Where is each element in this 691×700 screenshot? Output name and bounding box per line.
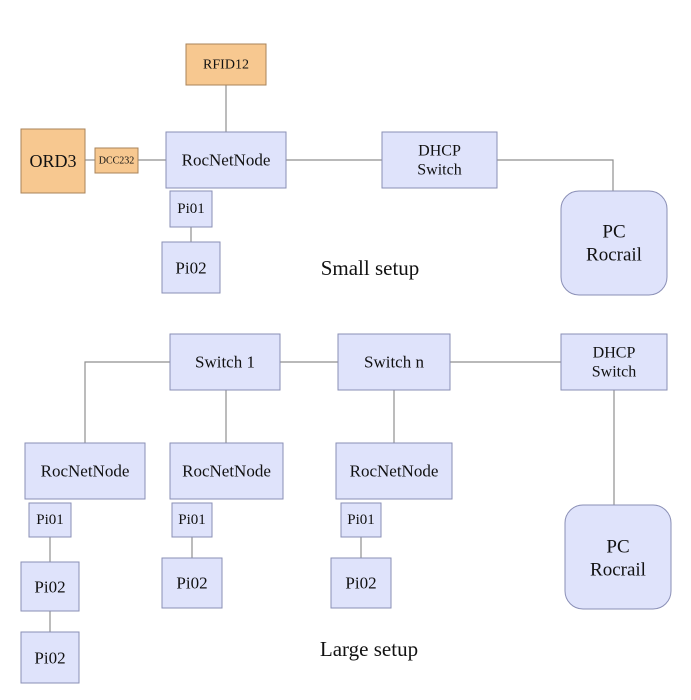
rocnetnode-box: [165, 131, 287, 189]
rocnetnode-1-box: [24, 442, 146, 500]
switch1-label: Switch 1: [195, 353, 255, 372]
rfid12-box: [185, 43, 267, 86]
dcc232-box: [94, 147, 139, 174]
rocnetnode-2-label: RocNetNode: [182, 462, 271, 481]
pi02-box: [161, 241, 221, 294]
pc-label: PC: [602, 222, 625, 243]
node3-pi01-box: [340, 502, 382, 538]
node1-pi02a-label: Pi02: [34, 578, 65, 597]
pi01-label: Pi01: [177, 201, 205, 217]
node2-pi02-box: [161, 557, 223, 609]
node1-pi01-label: Pi01: [36, 512, 64, 528]
dhcp-switch-box-large: [560, 333, 668, 391]
pc-rocrail-box: [560, 190, 668, 296]
node3-pi02-box: [330, 557, 392, 609]
small-setup: RFID12 ORD3 DCC232 RocNetNode Pi01 Pi02 …: [20, 43, 668, 296]
pi02-label: Pi02: [175, 259, 206, 278]
node3-pi01-label: Pi01: [347, 512, 375, 528]
ord3-box: [20, 128, 86, 194]
large-setup-caption: Large setup: [320, 637, 418, 661]
ord3-label: ORD3: [29, 151, 76, 171]
rocrail-label-large: Rocrail: [590, 560, 646, 581]
wire-dhcp-pc: [497, 159, 614, 191]
small-setup-caption: Small setup: [321, 256, 420, 280]
rocnetnode-1-label: RocNetNode: [41, 462, 130, 481]
dhcp-switch-label-line1: DHCP: [418, 143, 461, 160]
pi01-box: [169, 190, 213, 228]
node2-pi01-box: [171, 502, 213, 538]
node1-pi02b-box: [20, 631, 80, 684]
node2-pi01-label: Pi01: [178, 512, 206, 528]
node1-pi02a-box: [20, 561, 80, 612]
dcc232-label: DCC232: [99, 156, 135, 167]
dhcp-switch-label-line2: Switch: [417, 162, 461, 179]
node1-pi02b-label: Pi02: [34, 649, 65, 668]
switch1-box: [169, 333, 281, 391]
dhcp-switch-box: [381, 131, 498, 189]
rocrail-label: Rocrail: [586, 245, 642, 266]
pc-label-large: PC: [606, 537, 629, 558]
large-setup: Switch 1 Switch n DHCP Switch RocNetNode…: [20, 333, 672, 684]
rocnetnode-2-box: [169, 442, 284, 500]
switchn-box: [337, 333, 451, 391]
rocnetnode-label: RocNetNode: [182, 151, 271, 170]
rocnetnode-3-label: RocNetNode: [350, 462, 439, 481]
node2-pi02-label: Pi02: [176, 574, 207, 593]
rocnetnode-3-box: [335, 442, 453, 500]
dhcp-switch-large-line1: DHCP: [593, 345, 636, 362]
dhcp-switch-large-line2: Switch: [592, 364, 636, 381]
node3-pi02-label: Pi02: [345, 574, 376, 593]
rfid12-label: RFID12: [203, 58, 249, 73]
pc-rocrail-box-large: [564, 504, 672, 610]
node1-pi01-box: [28, 502, 72, 538]
switchn-label: Switch n: [364, 353, 424, 372]
wire-switch1-node1: [84, 361, 170, 443]
